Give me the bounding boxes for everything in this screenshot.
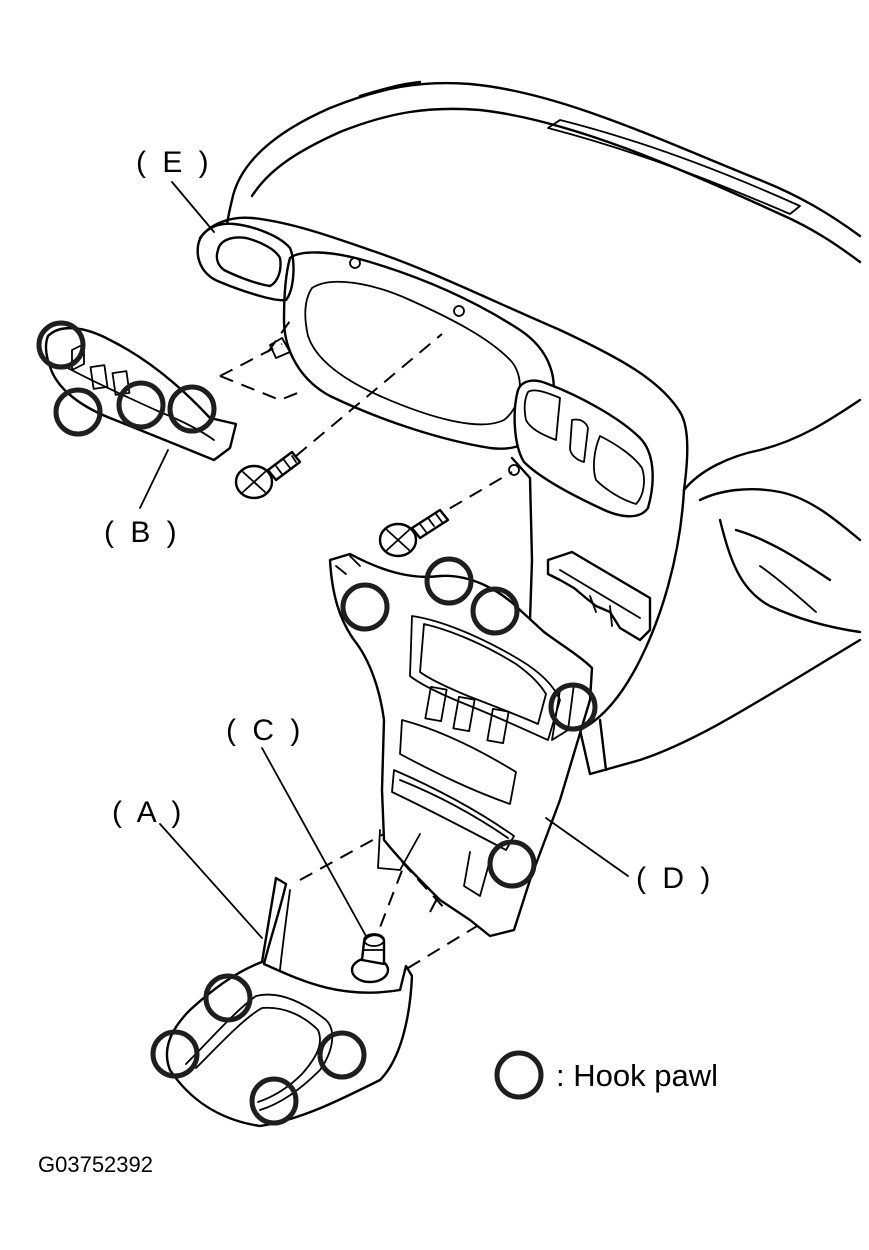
hook-pawl-circle-icon	[167, 384, 217, 434]
screw-upper	[234, 450, 302, 500]
hook-pawl-circle-icon	[548, 682, 598, 732]
label-d: ( D )	[636, 862, 714, 895]
legend-text: : Hook pawl	[556, 1058, 718, 1093]
hook-pawl-circle-icon	[494, 1050, 544, 1100]
part-d-center-panel	[328, 552, 594, 938]
figure-id: G03752392	[38, 1152, 153, 1177]
hook-pawl-circle-icon	[203, 973, 253, 1023]
hook-pawl-circle-icon	[36, 320, 86, 370]
label-e: ( E )	[136, 146, 213, 179]
hook-pawl-circle-icon	[424, 556, 474, 606]
leader-lines	[139, 181, 629, 939]
hook-pawl-circle-icon	[317, 1030, 367, 1080]
label-b: ( B )	[104, 516, 181, 549]
label-a: ( A )	[112, 796, 185, 829]
hook-pawl-circle-icon	[470, 586, 520, 636]
hook-pawl-circle-icon	[116, 380, 166, 430]
hook-pawl-circle-icon	[249, 1076, 299, 1126]
hook-pawl-markers	[36, 320, 598, 1126]
part-a-lower-trim	[165, 876, 414, 1128]
hook-pawl-circle-icon	[150, 1029, 200, 1079]
label-c: ( C )	[226, 714, 304, 747]
hook-pawl-circle-icon	[487, 839, 537, 889]
screw-lower	[378, 508, 450, 558]
legend: : Hook pawl	[494, 1050, 718, 1100]
part-c-clip	[350, 933, 390, 984]
hook-pawl-circle-icon	[53, 387, 103, 437]
instrument-panel	[196, 80, 862, 776]
hook-pawl-circle-icon	[340, 582, 390, 632]
